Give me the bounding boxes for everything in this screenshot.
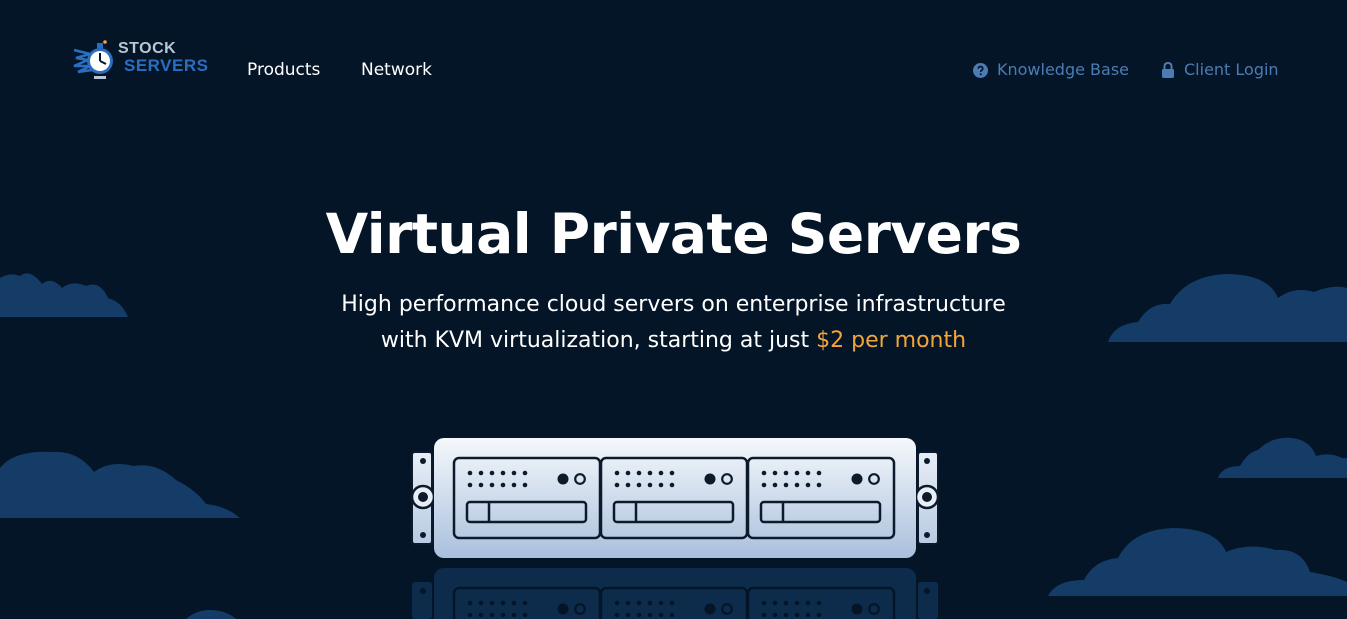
hero-subtitle: High performance cloud servers on enterp…: [0, 287, 1347, 359]
cloud-decoration-right-bottom: [1048, 528, 1347, 596]
cloud-decoration-left-top: [0, 273, 128, 317]
hero-subtitle-line1: High performance cloud servers on enterp…: [341, 292, 1006, 317]
cloud-decoration-right-top: [1108, 274, 1347, 342]
brand-name-servers: SERVERS: [124, 56, 209, 75]
cloud-decoration-right-middle: [1218, 437, 1347, 478]
site-header: STOCK SERVERS Products Network Knowledge…: [0, 0, 1347, 140]
nav-client-login-label: Client Login: [1184, 60, 1279, 79]
brand-logo[interactable]: STOCK SERVERS: [72, 38, 212, 82]
hero-title: Virtual Private Servers: [325, 202, 1022, 266]
brand-name-stock: STOCK: [118, 40, 177, 57]
cloud-decoration-bottom-left-edge: [186, 610, 236, 619]
nav-network[interactable]: Network: [361, 60, 432, 80]
stopwatch-icon: [73, 40, 113, 79]
nav-products[interactable]: Products: [247, 60, 321, 80]
question-circle-icon: [973, 62, 988, 78]
nav-client-login[interactable]: Client Login: [1161, 59, 1279, 81]
lock-icon: [1162, 62, 1174, 78]
server-rack-illustration: [410, 438, 940, 619]
hero-subtitle-line2: with KVM virtualization, starting at jus…: [380, 328, 817, 353]
nav-knowledge-base-label: Knowledge Base: [997, 60, 1129, 79]
nav-knowledge-base[interactable]: Knowledge Base: [973, 59, 1129, 81]
hero-price: $2 per month: [816, 328, 967, 353]
cloud-decoration-left-bottom: [0, 451, 240, 518]
